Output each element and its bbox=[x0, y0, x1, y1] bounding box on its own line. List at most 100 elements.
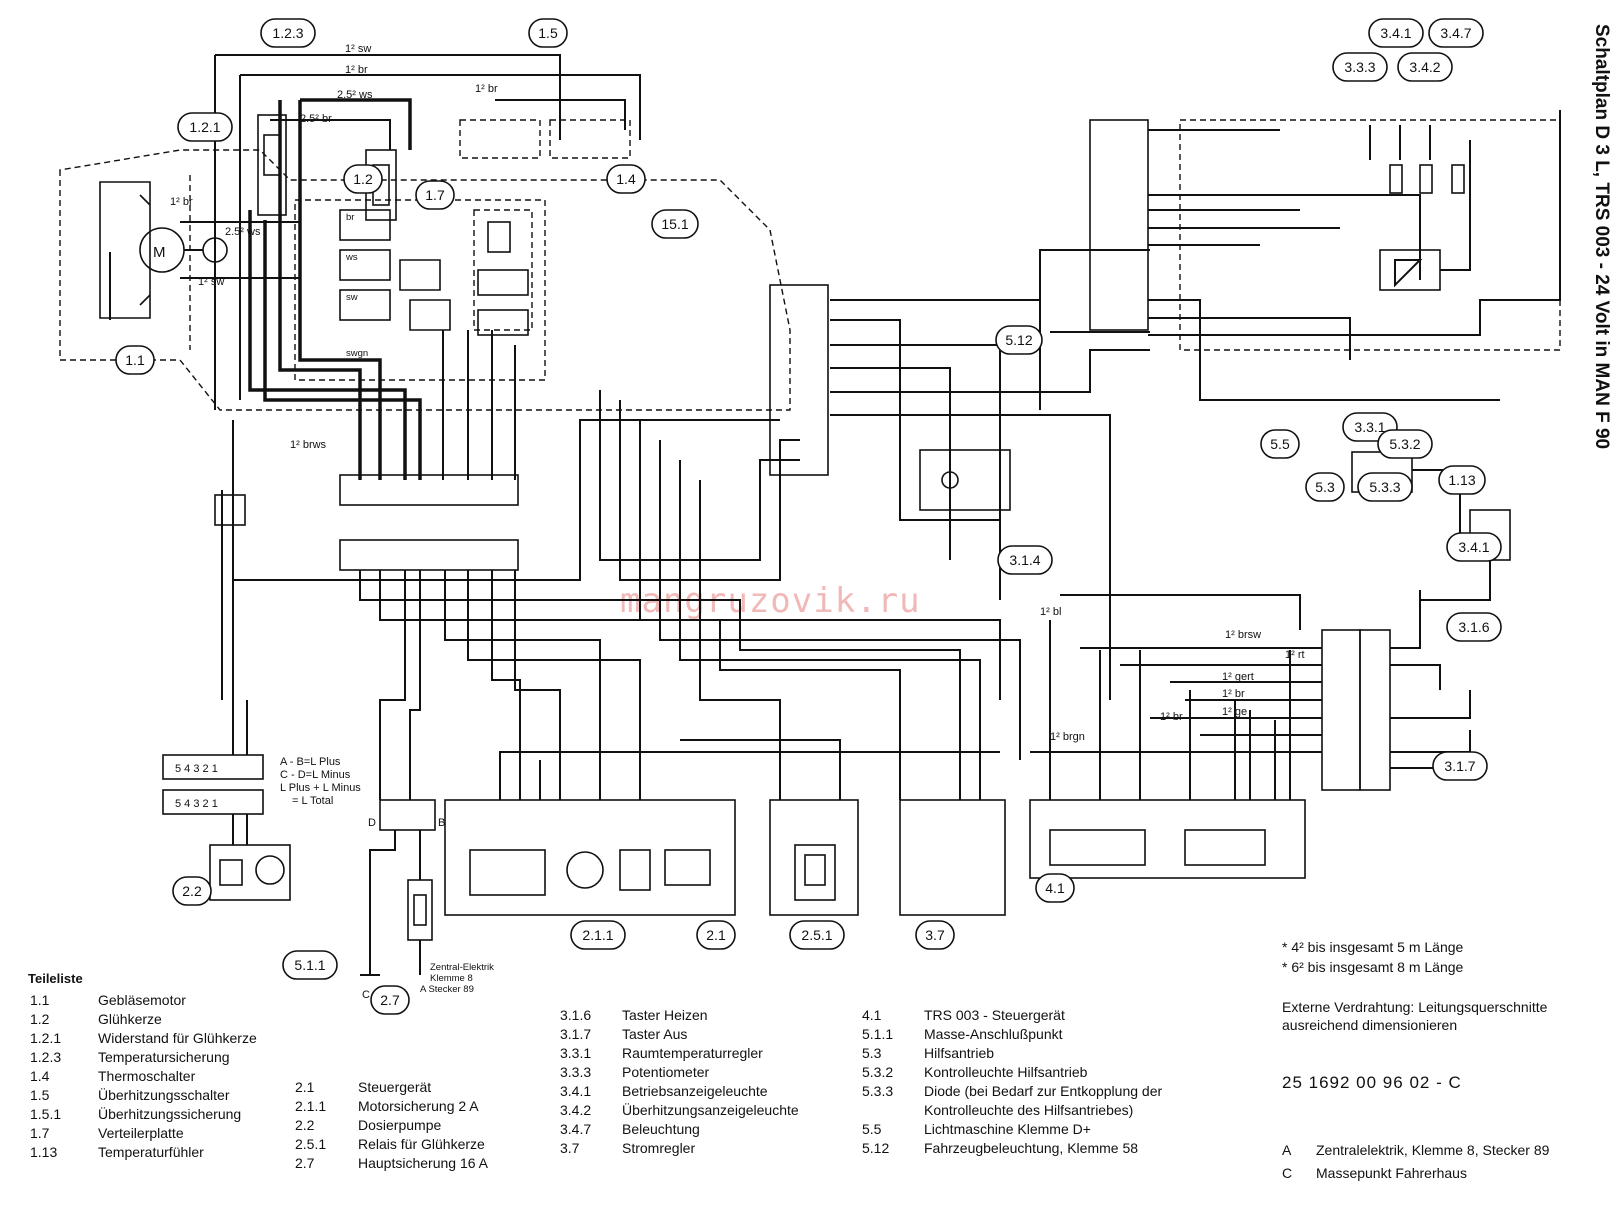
svg-text:3.1.7: 3.1.7 bbox=[1444, 758, 1475, 774]
svg-text:15.1: 15.1 bbox=[661, 216, 688, 232]
svg-text:3.4.7: 3.4.7 bbox=[560, 1121, 591, 1137]
svg-text:1.7: 1.7 bbox=[30, 1125, 50, 1141]
svg-text:2.5.1: 2.5.1 bbox=[801, 927, 832, 943]
svg-text:sw: sw bbox=[346, 292, 358, 303]
component-ref-3-3-1: 3.3.1 bbox=[1342, 412, 1398, 442]
svg-text:1.4: 1.4 bbox=[30, 1068, 50, 1084]
svg-text:Zentral-Elektrik: Zentral-Elektrik bbox=[430, 962, 494, 973]
svg-text:Kontrolleuchte Hilfsantrieb: Kontrolleuchte Hilfsantrieb bbox=[924, 1064, 1088, 1080]
control-unit-2-1 bbox=[444, 799, 736, 916]
ab-note: A - B=L Plus C - D=L Minus L Plus + L Mi… bbox=[280, 756, 361, 807]
svg-text:3.4.1: 3.4.1 bbox=[1380, 25, 1411, 41]
svg-text:Taster Aus: Taster Aus bbox=[622, 1026, 687, 1042]
svg-text:2.7: 2.7 bbox=[380, 992, 400, 1008]
svg-text:Lichtmaschine Klemme D+: Lichtmaschine Klemme D+ bbox=[924, 1121, 1091, 1137]
overheat-switch-1-5 bbox=[459, 119, 631, 159]
component-ref-5-5: 5.5 bbox=[1260, 429, 1300, 459]
svg-text:5.12: 5.12 bbox=[862, 1140, 889, 1156]
svg-text:M: M bbox=[153, 244, 166, 261]
wire-label: 2.5² br bbox=[300, 113, 332, 125]
svg-text:Überhitzungssicherung: Überhitzungssicherung bbox=[98, 1105, 241, 1122]
svg-text:1.7: 1.7 bbox=[425, 187, 445, 203]
parts-list-item: Kontrolleuchte des Hilfsantriebes) bbox=[924, 1102, 1133, 1118]
svg-text:Steuergerät: Steuergerät bbox=[358, 1079, 431, 1095]
svg-text:1.5.1: 1.5.1 bbox=[30, 1106, 61, 1122]
heater-housing bbox=[59, 149, 791, 411]
wire-harness bbox=[109, 54, 1561, 800]
svg-text:5.3.2: 5.3.2 bbox=[862, 1064, 893, 1080]
wire-label: 1² br bbox=[345, 64, 368, 76]
svg-text:Massepunkt Fahrerhaus: Massepunkt Fahrerhaus bbox=[1316, 1165, 1467, 1181]
wire-label: 1² brws bbox=[290, 439, 327, 451]
svg-text:Überhitzungsschalter: Überhitzungsschalter bbox=[98, 1086, 230, 1103]
svg-text:3.1.6: 3.1.6 bbox=[1458, 619, 1489, 635]
wire-labels: 1² sw 1² br 2.5² ws 2.5² br 1² br 1² br … bbox=[170, 43, 1305, 743]
svg-text:3.7: 3.7 bbox=[560, 1140, 580, 1156]
diagram-title: Schaltplan D 3 L, TRS 003 - 24 Volt in M… bbox=[1591, 24, 1612, 449]
svg-text:5.1.1: 5.1.1 bbox=[862, 1026, 893, 1042]
svg-text:ausreichend dimensionieren: ausreichend dimensionieren bbox=[1282, 1017, 1457, 1033]
wire-label: 1² br bbox=[170, 196, 193, 208]
wire-label: 1² rt bbox=[1285, 649, 1305, 661]
svg-text:1.1: 1.1 bbox=[125, 352, 145, 368]
wire-label: 2.5² ws bbox=[337, 89, 373, 101]
document-number: 25 1692 00 96 02 - C bbox=[1282, 1073, 1462, 1092]
svg-text:1.2.3: 1.2.3 bbox=[272, 25, 303, 41]
svg-text:Diode (bei Bedarf zur Entkoppl: Diode (bei Bedarf zur Entkopplung der bbox=[924, 1083, 1162, 1099]
svg-text:1.4: 1.4 bbox=[616, 171, 636, 187]
svg-text:2.1.1: 2.1.1 bbox=[295, 1098, 326, 1114]
component-ref-3-7: 3.7 bbox=[915, 920, 955, 950]
component-ref-2-2: 2.2 bbox=[172, 876, 212, 906]
svg-text:1.2.1: 1.2.1 bbox=[30, 1030, 61, 1046]
svg-text:Raumtemperaturregler: Raumtemperaturregler bbox=[622, 1045, 763, 1061]
distributor-plate-1-7: br ws sw swgn bbox=[294, 199, 546, 381]
component-ref-3-4-7: 3.4.7 bbox=[1428, 18, 1484, 48]
wire-label: 1² sw bbox=[198, 276, 224, 288]
parts-list-item: 1.5.1 Überhitzungssicherung bbox=[30, 1105, 241, 1122]
component-ref-1-2-1: 1.2.1 bbox=[177, 112, 233, 142]
svg-text:5.3: 5.3 bbox=[862, 1045, 882, 1061]
svg-text:4.1: 4.1 bbox=[1045, 880, 1065, 896]
svg-text:A - B=L Plus: A - B=L Plus bbox=[280, 756, 341, 768]
svg-text:Taster Heizen: Taster Heizen bbox=[622, 1007, 708, 1023]
svg-text:Gebläsemotor: Gebläsemotor bbox=[98, 992, 186, 1008]
component-ref-1-13: 1.13 bbox=[1438, 465, 1486, 495]
svg-text:Klemme 8: Klemme 8 bbox=[430, 973, 473, 984]
wire-label: 1² sw bbox=[345, 43, 371, 55]
svg-text:1.1: 1.1 bbox=[30, 992, 50, 1008]
svg-text:Stromregler: Stromregler bbox=[622, 1140, 695, 1156]
svg-text:br: br bbox=[346, 212, 354, 223]
svg-text:Masse-Anschlußpunkt: Masse-Anschlußpunkt bbox=[924, 1026, 1063, 1042]
svg-text:3.4.1: 3.4.1 bbox=[560, 1083, 591, 1099]
plug-5-4-3: 5 4 3 2 1 5 4 3 2 1 bbox=[162, 700, 264, 845]
component-ref-4-1: 4.1 bbox=[1035, 873, 1075, 903]
svg-text:5.3: 5.3 bbox=[1315, 479, 1335, 495]
svg-text:Hauptsicherung 16 A: Hauptsicherung 16 A bbox=[358, 1155, 489, 1171]
svg-text:Widerstand für Glühkerze: Widerstand für Glühkerze bbox=[98, 1030, 257, 1046]
component-ref-1-2: 1.2 bbox=[343, 164, 383, 194]
component-ref-2-7: 2.7 bbox=[370, 985, 410, 1015]
svg-text:Relais für Glühkerze: Relais für Glühkerze bbox=[358, 1136, 485, 1152]
svg-text:5 4 3 2 1: 5 4 3 2 1 bbox=[175, 798, 218, 810]
svg-text:1.2: 1.2 bbox=[353, 171, 373, 187]
svg-text:2.1: 2.1 bbox=[295, 1079, 315, 1095]
svg-text:C: C bbox=[1282, 1165, 1292, 1181]
component-ref-1-2-3: 1.2.3 bbox=[260, 18, 316, 48]
svg-text:A: A bbox=[1282, 1142, 1292, 1158]
svg-text:3.3.3: 3.3.3 bbox=[1344, 59, 1375, 75]
parts-list-item: 5.3.2 Kontrolleuchte Hilfsantrieb bbox=[862, 1064, 1088, 1080]
svg-text:3.3.3: 3.3.3 bbox=[560, 1064, 591, 1080]
component-ref-2-5-1: 2.5.1 bbox=[789, 920, 845, 950]
